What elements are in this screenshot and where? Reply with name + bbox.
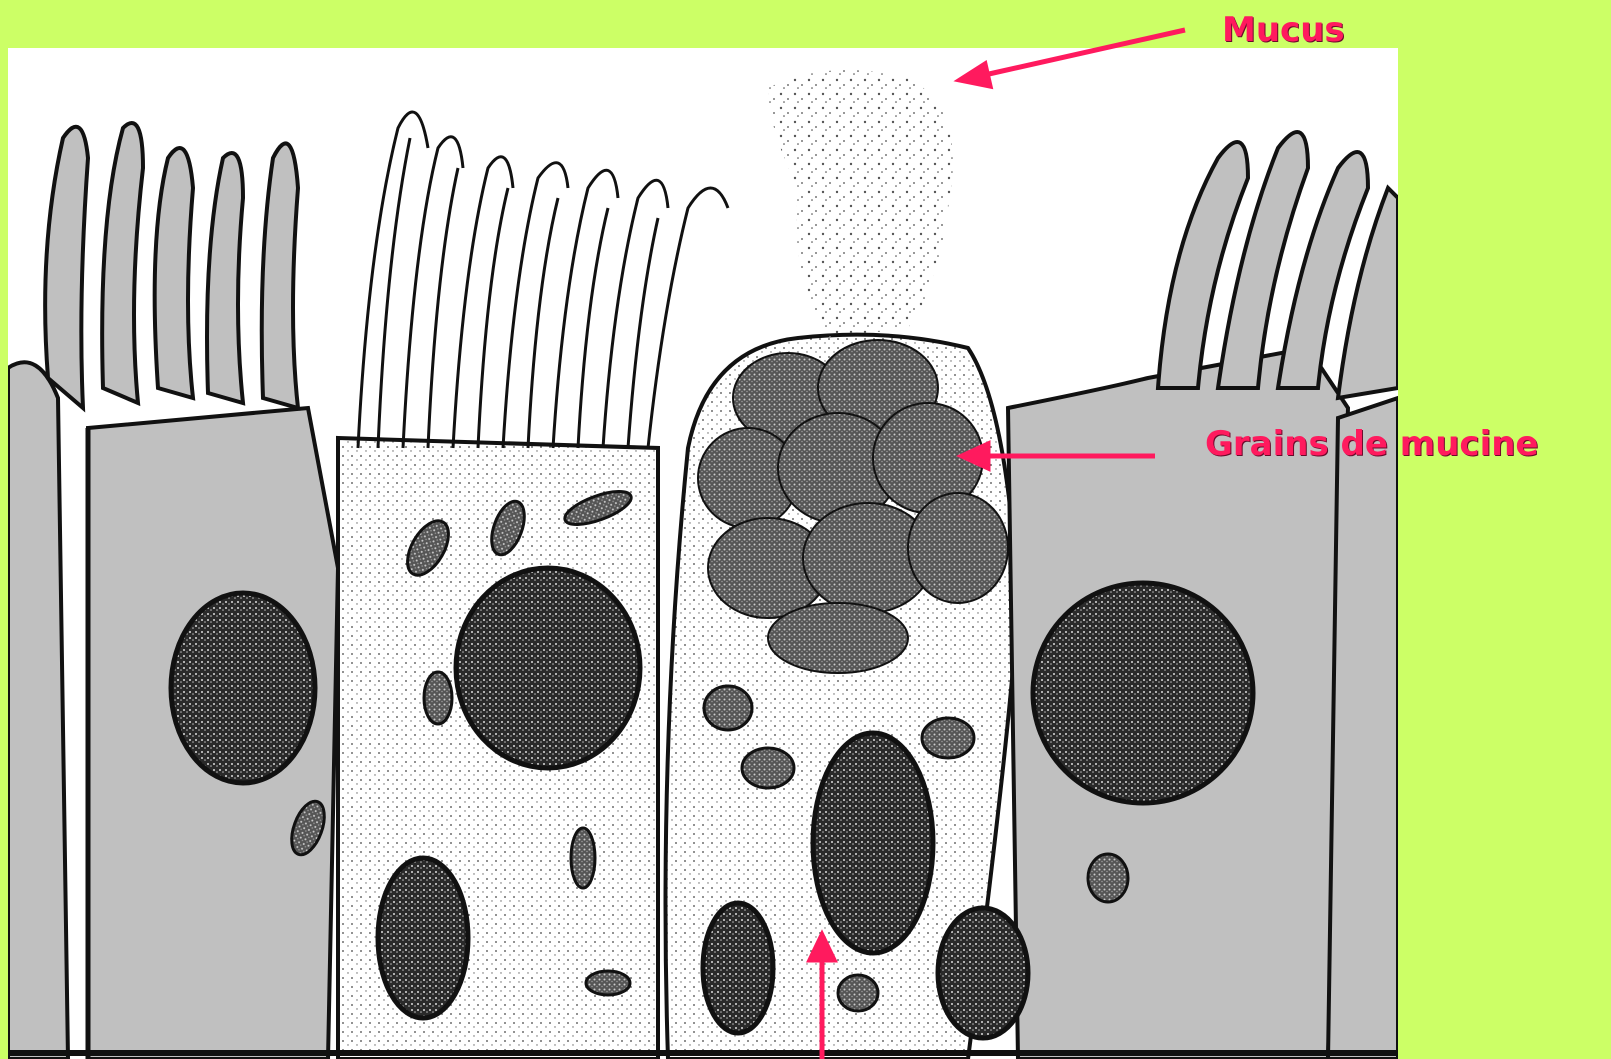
epithelium-drawing (8, 48, 1398, 1059)
mucin-grains-label: Grains de mucine (1205, 424, 1539, 464)
mucus-label: Mucus (1222, 10, 1345, 50)
left-cell (8, 362, 68, 1059)
goblet-cell-illustration (8, 48, 1398, 1059)
right-edge-cell (1328, 398, 1398, 1059)
